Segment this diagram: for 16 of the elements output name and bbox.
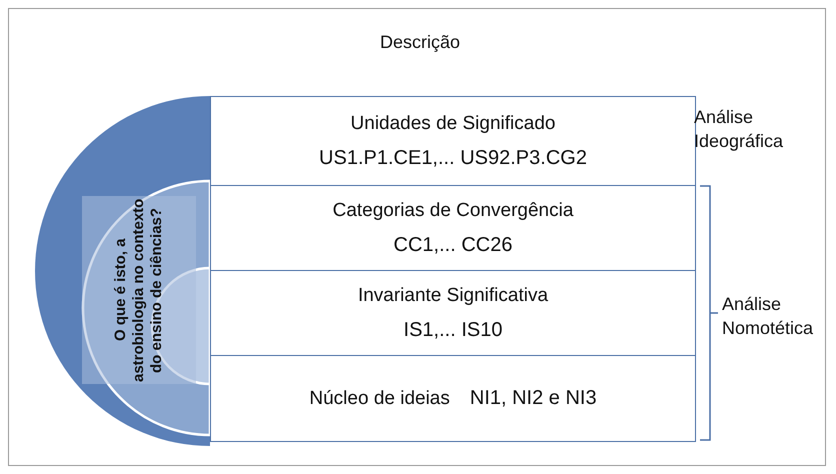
question-box bbox=[82, 196, 196, 384]
layer-box bbox=[210, 185, 696, 271]
column-heading: Descrição bbox=[380, 31, 460, 54]
layer-title: Núcleo de ideias bbox=[309, 388, 450, 410]
question-text: O que é isto, a astrobiologia no contexto do ensino de ciências? bbox=[112, 197, 166, 383]
layer-codes: IS1,... IS10 bbox=[404, 318, 502, 342]
side-label: Análise Nomotética bbox=[722, 293, 814, 340]
layer-title: Invariante Significativa bbox=[358, 284, 548, 306]
layer-codes: NI1, NI2 e NI3 bbox=[470, 387, 597, 410]
layer-codes: CC1,... CC26 bbox=[394, 234, 512, 256]
layer-codes: US1.P1.CE1,... US92.P3.CG2 bbox=[319, 146, 587, 170]
layer-title: Categorias de Convergência bbox=[332, 200, 574, 222]
layer-box bbox=[210, 270, 696, 356]
layer-title: Unidades de Significado bbox=[350, 112, 556, 134]
layer-box bbox=[210, 96, 696, 186]
layer-box bbox=[210, 355, 696, 442]
